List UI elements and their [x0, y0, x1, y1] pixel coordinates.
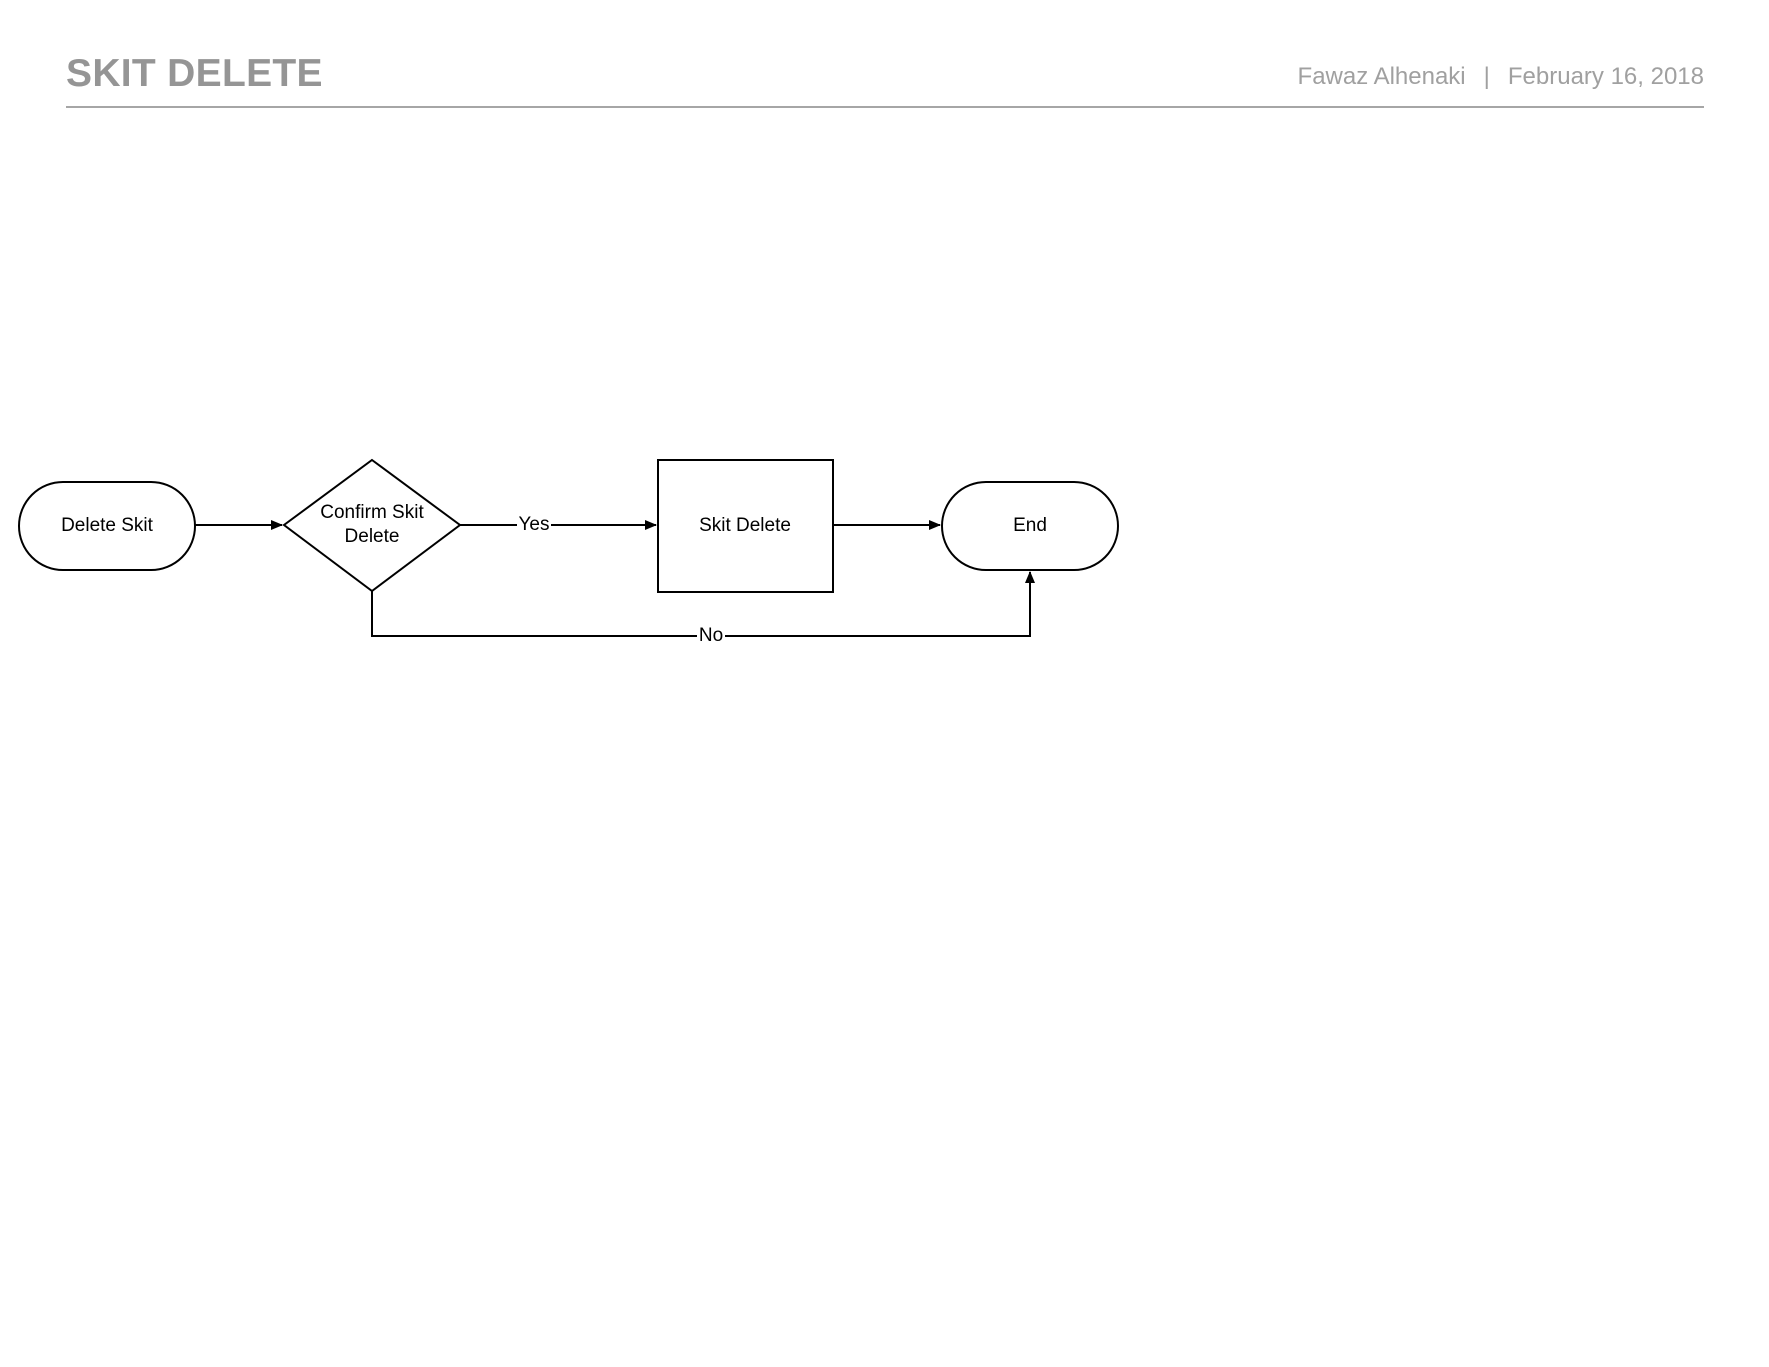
- edge-label-yes: Yes: [519, 514, 550, 535]
- edge-label-background: [517, 512, 551, 536]
- node-label: Delete Skit: [61, 515, 154, 536]
- page-header: SKIT DELETE Fawaz Alhenaki | February 16, …: [66, 48, 1704, 108]
- author-name: Fawaz Alhenaki: [1297, 63, 1466, 90]
- node-confirm-skit-delete: Confirm Skit Delete: [282, 458, 462, 593]
- decision-shape: [282, 458, 462, 593]
- node-label-line2: Delete: [345, 526, 400, 547]
- document-date: February 16, 2018: [1507, 63, 1704, 90]
- edge-label-background: [697, 623, 725, 647]
- node-end: End: [941, 481, 1119, 571]
- process-shape: [657, 459, 834, 593]
- edge-decision-to-process: Yes: [460, 512, 657, 536]
- header-separator: |: [1483, 63, 1490, 90]
- terminator-shape: [941, 481, 1119, 571]
- node-skit-delete: Skit Delete: [657, 459, 834, 593]
- page-title: SKIT DELETE: [66, 52, 323, 95]
- terminator-shape: [18, 481, 196, 571]
- node-delete-skit: Delete Skit: [18, 481, 196, 571]
- node-label: Skit Delete: [699, 515, 791, 536]
- node-label: End: [1013, 515, 1047, 536]
- node-label-line1: Confirm Skit: [320, 502, 424, 523]
- header-meta: Fawaz Alhenaki | February 16, 2018: [1298, 63, 1704, 91]
- edge-label-no: No: [699, 625, 723, 646]
- edge-decision-to-end: No: [371, 571, 1035, 647]
